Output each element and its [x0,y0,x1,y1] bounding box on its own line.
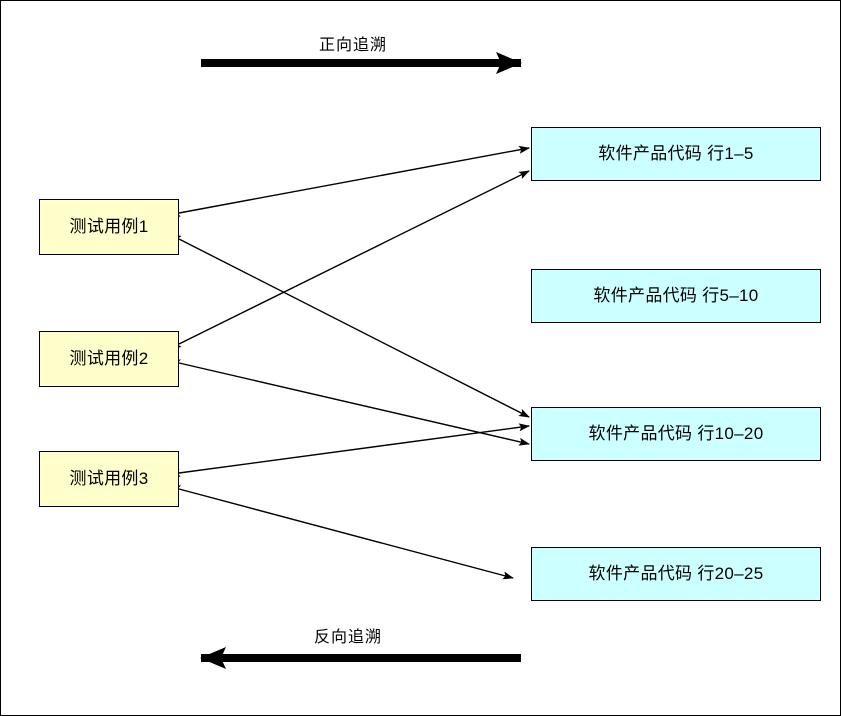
code-node-3[interactable]: 软件产品代码 行10–20 [531,407,821,461]
testcase-node-label: 测试用例1 [69,216,149,236]
code-node-label: 软件产品代码 行1–5 [598,143,754,163]
trace-link-6 [169,485,514,580]
trace-link-4 [169,359,530,446]
testcase-node-3[interactable]: 测试用例3 [39,451,179,507]
testcase-node-1[interactable]: 测试用例1 [39,199,179,255]
testcase-node-label: 测试用例2 [69,348,149,368]
forward-trace-label: 正向追溯 [319,37,388,54]
trace-link-3 [170,234,530,418]
testcase-node-2[interactable]: 测试用例2 [39,331,179,387]
trace-link-1 [169,145,530,217]
reverse-trace-label: 反向追溯 [314,629,383,646]
code-node-label: 软件产品代码 行20–25 [588,563,764,583]
code-node-label: 软件产品代码 行10–20 [588,423,764,443]
trace-link-2 [170,170,530,349]
testcase-node-label: 测试用例3 [69,468,149,488]
code-node-1[interactable]: 软件产品代码 行1–5 [531,127,821,181]
band-arrows [200,52,522,669]
trace-links [169,145,530,580]
code-node-label: 软件产品代码 行5–10 [593,285,759,305]
code-node-4[interactable]: 软件产品代码 行20–25 [531,547,821,601]
trace-link-5 [169,423,530,477]
code-node-2[interactable]: 软件产品代码 行5–10 [531,269,821,323]
